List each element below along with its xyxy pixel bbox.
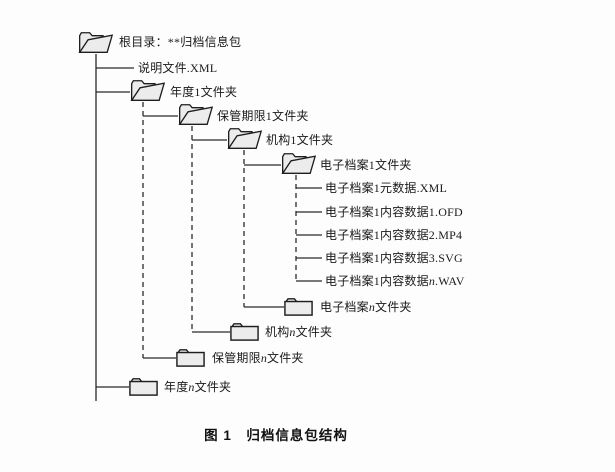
earchive-1-content-2-label: 电子档案1内容数据2.MP4 (325, 228, 463, 242)
closed-folder-icon (128, 377, 159, 396)
open-folder-icon (129, 77, 166, 102)
root-directory-label: 根目录：**归档信息包 (119, 35, 242, 49)
earchive-1-content-3-label: 电子档案1内容数据3.SVG (325, 251, 463, 265)
open-folder-icon (77, 29, 114, 54)
open-folder-icon (226, 125, 263, 150)
closed-folder-icon (175, 348, 206, 367)
year-1-folder-label: 年度1文件夹 (170, 85, 238, 99)
retention-1-folder-label: 保管期限1文件夹 (217, 109, 309, 123)
org-n-folder-label: 机构n文件夹 (265, 325, 333, 339)
earchive-1-folder-label: 电子档案1文件夹 (320, 158, 412, 172)
closed-folder-icon (283, 297, 314, 316)
earchive-n-folder-label: 电子档案n文件夹 (320, 300, 412, 314)
year-n-folder-label: 年度n文件夹 (164, 380, 232, 394)
retention-n-folder-label: 保管期限n文件夹 (212, 351, 304, 365)
earchive-1-content-n-label: 电子档案1内容数据n.WAV (325, 274, 465, 288)
manifest-file-label: 说明文件.XML (138, 61, 218, 75)
earchive-1-content-1-label: 电子档案1内容数据1.OFD (325, 205, 463, 219)
org-1-folder-label: 机构1文件夹 (266, 133, 334, 147)
closed-folder-icon (229, 322, 260, 341)
earchive-1-metadata-label: 电子档案1元数据.XML (325, 181, 448, 195)
open-folder-icon (280, 150, 317, 175)
open-folder-icon (177, 101, 214, 126)
figure-caption: 图 1 归档信息包结构 (204, 428, 348, 443)
